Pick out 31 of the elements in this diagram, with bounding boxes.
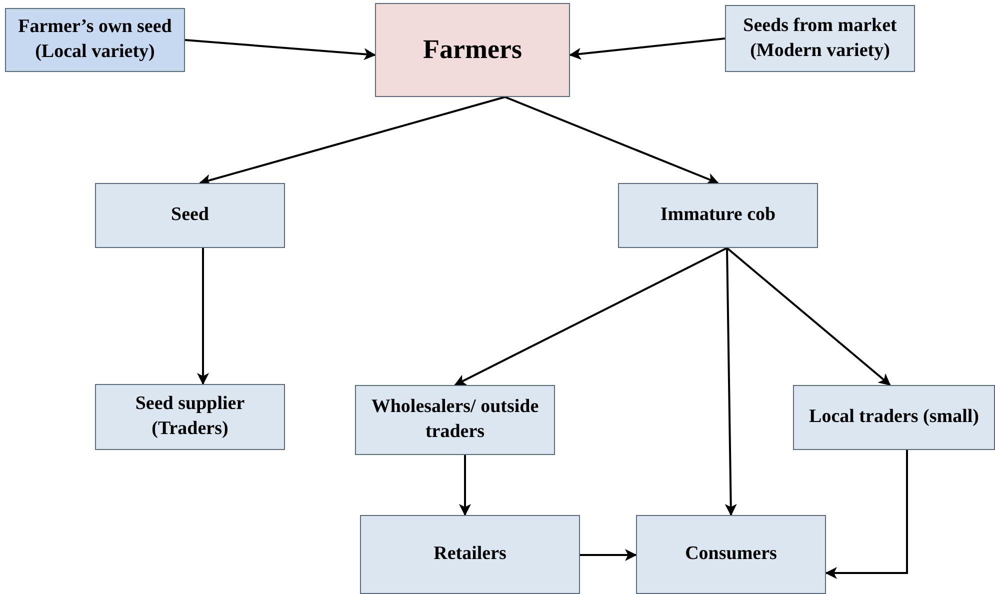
arrow <box>184 39 376 60</box>
process-box <box>355 385 555 455</box>
box-label: Wholesalers/ outside traders <box>370 395 540 444</box>
box-label: Farmer’s own seed (Local variety) <box>17 15 173 64</box>
process-box <box>375 3 570 97</box>
arrow <box>569 38 726 60</box>
arrow <box>199 96 506 186</box>
box-label: Farmers <box>423 33 522 66</box>
process-box <box>360 515 580 594</box>
box-label: Seed supplier (Traders) <box>134 392 246 441</box>
process-box <box>725 5 915 72</box>
box-label: Consumers <box>685 542 777 566</box>
process-box <box>5 8 185 72</box>
arrow <box>459 455 471 516</box>
box-label: Seed <box>171 203 209 228</box>
box-label: Retailers <box>434 542 506 566</box>
arrow <box>726 247 891 386</box>
arrow <box>825 450 908 579</box>
arrow <box>580 549 637 561</box>
process-box <box>793 385 995 450</box>
arrow <box>197 248 209 385</box>
box-label: Immature cob <box>660 203 776 228</box>
process-box <box>618 183 818 248</box>
process-box <box>95 183 285 248</box>
box-label: Local traders (small) <box>809 405 979 430</box>
box-label: Seeds from market (Modern variety) <box>742 14 898 62</box>
process-box <box>636 515 826 594</box>
arrow <box>454 247 728 386</box>
arrow <box>724 248 737 516</box>
arrow <box>504 96 719 184</box>
process-box <box>95 384 285 450</box>
